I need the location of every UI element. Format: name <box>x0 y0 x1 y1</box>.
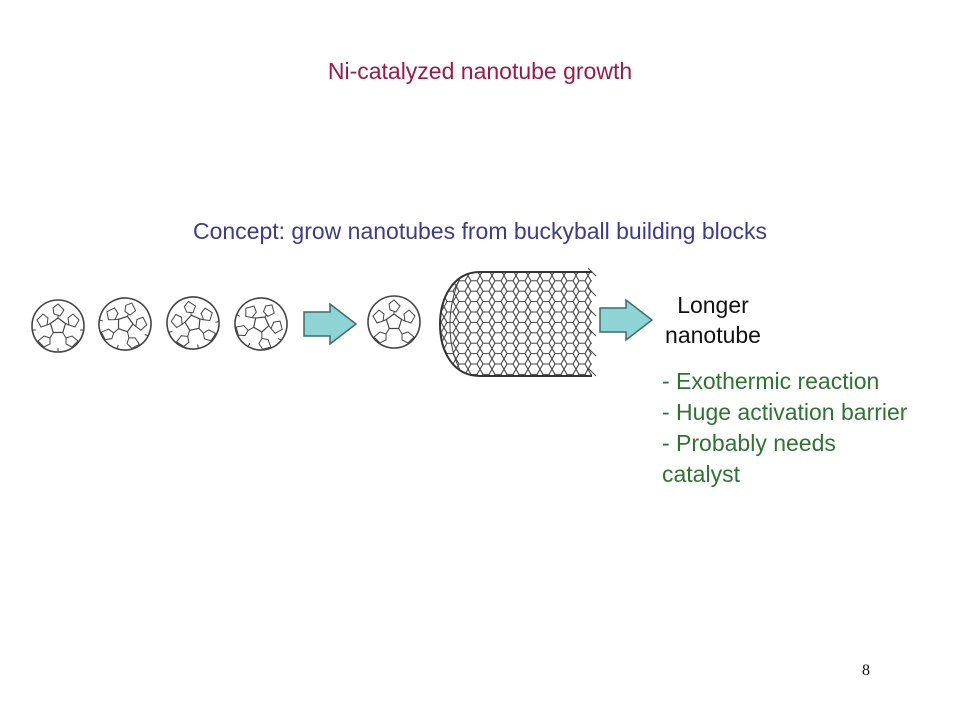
result-label-line2: nanotube <box>665 322 761 348</box>
note-line: - Probably needs <box>662 430 836 456</box>
result-label-line1: Longer <box>677 292 749 318</box>
concept-statement: Concept: grow nanotubes from buckyball b… <box>192 218 768 244</box>
buckyball-icon <box>31 299 85 353</box>
capped-nanotube-icon <box>367 267 597 377</box>
reaction-notes: - Exothermic reaction - Huge activation … <box>662 366 958 490</box>
block-arrow-right-icon <box>303 302 358 346</box>
buckyball-icon <box>234 297 288 351</box>
slide-title: Ni-catalyzed nanotube growth <box>327 58 633 84</box>
result-label: Longer nanotube <box>648 290 778 350</box>
note-line: - Huge activation barrier <box>662 399 908 425</box>
note-line: - Exothermic reaction <box>662 368 880 394</box>
note-line: catalyst <box>662 461 740 487</box>
buckyball-icon <box>166 296 220 350</box>
page-number: 8 <box>862 662 870 679</box>
block-arrow-right-icon <box>599 298 654 342</box>
buckyball-icon <box>98 297 152 351</box>
